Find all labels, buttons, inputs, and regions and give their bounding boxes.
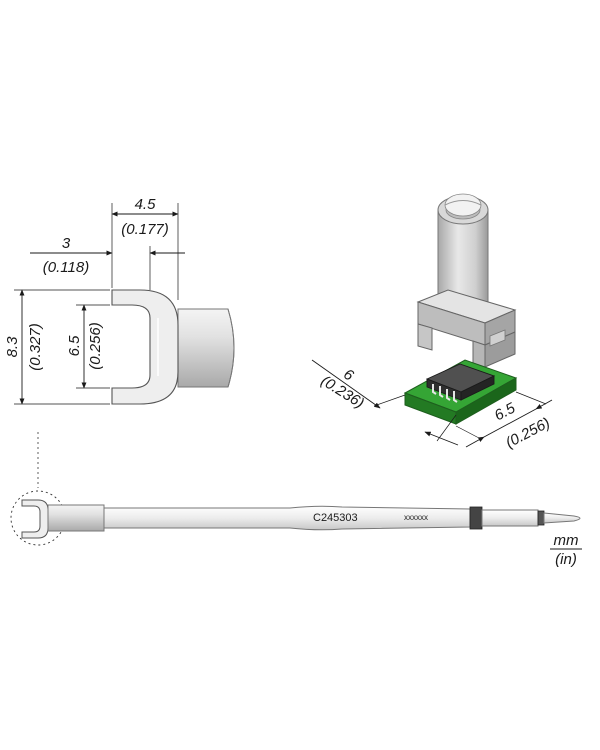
dim-height-inner-mm: 6.5 (66, 335, 83, 357)
units-legend: mm (in) (550, 532, 582, 568)
tip-side-view: C245303 xxxxxx (10, 432, 581, 546)
front-cylinder (177, 308, 235, 388)
iso-bracket-leg-left (417, 323, 433, 351)
tip-point (543, 512, 581, 524)
dim-width-in: (0.177) (121, 221, 169, 238)
dim-height-outer-in: (0.327) (27, 323, 44, 371)
dim-width-mm: 4.5 (135, 196, 157, 213)
iso-cylinder-top (444, 193, 482, 217)
tip-dark-band (469, 506, 483, 530)
tip-part-number: C245303 (313, 512, 358, 524)
dim-height-inner-in: (0.256) (87, 322, 104, 370)
iso-view: 6 (0.236) 6.5 (0.256) (311, 193, 553, 452)
dim-gap-in: (0.118) (43, 259, 89, 276)
dim-height-outer-mm: 8.3 (4, 336, 21, 358)
dim-gap-mm: 3 (62, 235, 71, 252)
front-u-profile (111, 289, 179, 405)
iso-ic-pins (432, 384, 458, 403)
front-view: 4.5 (0.177) 3 (0.118) 8.3 (0.327) 6.5 (0… (4, 196, 235, 405)
tip-collar (47, 504, 105, 532)
tip-mini-u (21, 499, 49, 539)
unit-primary: mm (554, 532, 579, 549)
dim-component-depth-in: (0.256) (503, 414, 553, 451)
tip-batch-code: xxxxxx (404, 513, 428, 522)
unit-secondary: (in) (555, 551, 577, 568)
